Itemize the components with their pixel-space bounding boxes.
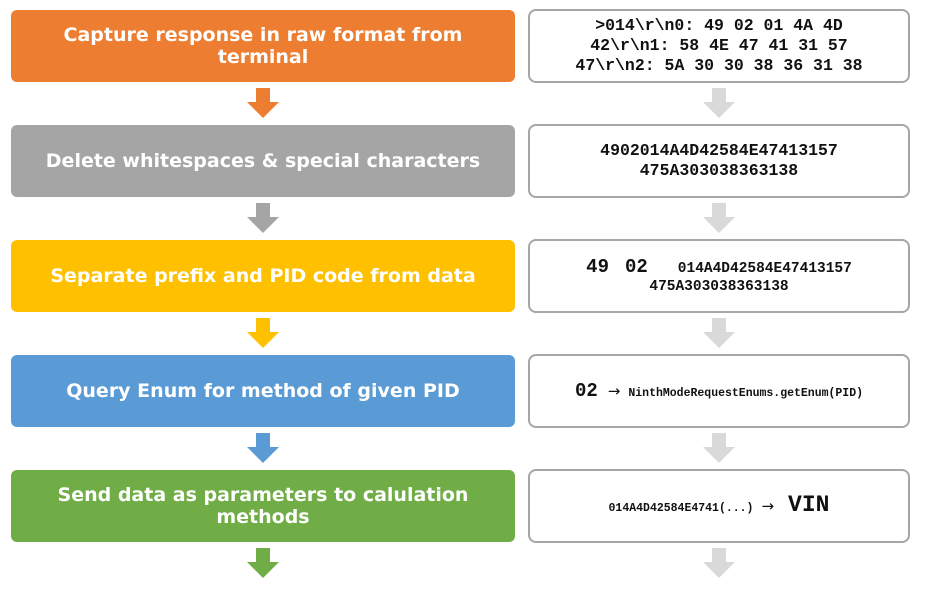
down-arrow-icon <box>247 548 279 578</box>
down-arrow-icon <box>247 203 279 233</box>
cleaned-line-1: 4902014A4D42584E47413157 <box>600 141 838 161</box>
raw-line-2: 42\r\n1: 58 4E 47 41 31 57 <box>590 36 848 56</box>
down-arrow-icon <box>703 203 735 233</box>
output-separated: 49 02 014A4D42584E47413157 475A303038363… <box>528 239 910 313</box>
separated-row: 49 02 014A4D42584E47413157 <box>586 256 852 279</box>
prefix-code: 49 <box>586 255 609 278</box>
data-line-2: 475A303038363138 <box>649 278 789 295</box>
result-output: VIN <box>788 492 830 519</box>
step-label: Query Enum for method of given PID <box>66 380 460 402</box>
step-query-enum: Query Enum for method of given PID <box>11 355 515 427</box>
result-row: 014A4D42584E4741(...) → VIN <box>609 492 830 520</box>
enum-method: NinthModeRequestEnums.getEnum(PID) <box>628 386 864 400</box>
output-raw-response: >014\r\n0: 49 02 01 4A 4D 42\r\n1: 58 4E… <box>528 9 910 83</box>
arrow-right-icon: → <box>761 497 775 516</box>
raw-line-1: >014\r\n0: 49 02 01 4A 4D <box>595 16 843 36</box>
down-arrow-icon <box>703 88 735 118</box>
down-arrow-icon <box>247 318 279 348</box>
cleaned-line-2: 475A303038363138 <box>639 161 799 180</box>
query-row: 02 → NinthModeRequestEnums.getEnum(PID) <box>575 380 863 403</box>
down-arrow-icon <box>703 548 735 578</box>
step-label: Send data as parameters to calulation me… <box>57 484 469 528</box>
step-delete-whitespaces: Delete whitespaces & special characters <box>11 125 515 197</box>
step-label: Delete whitespaces & special characters <box>45 150 481 172</box>
pid-code: 02 <box>624 255 648 278</box>
step-send-data: Send data as parameters to calulation me… <box>11 470 515 542</box>
raw-line-3: 47\r\n2: 5A 30 30 38 36 31 38 <box>575 55 863 75</box>
down-arrow-icon <box>703 318 735 348</box>
output-enum-query: 02 → NinthModeRequestEnums.getEnum(PID) <box>528 354 910 428</box>
down-arrow-icon <box>703 433 735 463</box>
step-label: Capture response in raw format from term… <box>63 24 463 68</box>
step-separate-prefix: Separate prefix and PID code from data <box>11 240 515 312</box>
data-line-1: 014A4D42584E47413157 <box>677 260 852 277</box>
down-arrow-icon <box>247 88 279 118</box>
query-pid: 02 <box>574 379 598 402</box>
down-arrow-icon <box>247 433 279 463</box>
result-input: 014A4D42584E4741(...) <box>608 502 754 516</box>
output-result: 014A4D42584E4741(...) → VIN <box>528 469 910 543</box>
arrow-right-icon: → <box>607 381 621 400</box>
output-cleaned-hex: 4902014A4D42584E47413157 475A30303836313… <box>528 124 910 198</box>
step-label: Separate prefix and PID code from data <box>50 265 476 287</box>
step-capture-response: Capture response in raw format from term… <box>11 10 515 82</box>
